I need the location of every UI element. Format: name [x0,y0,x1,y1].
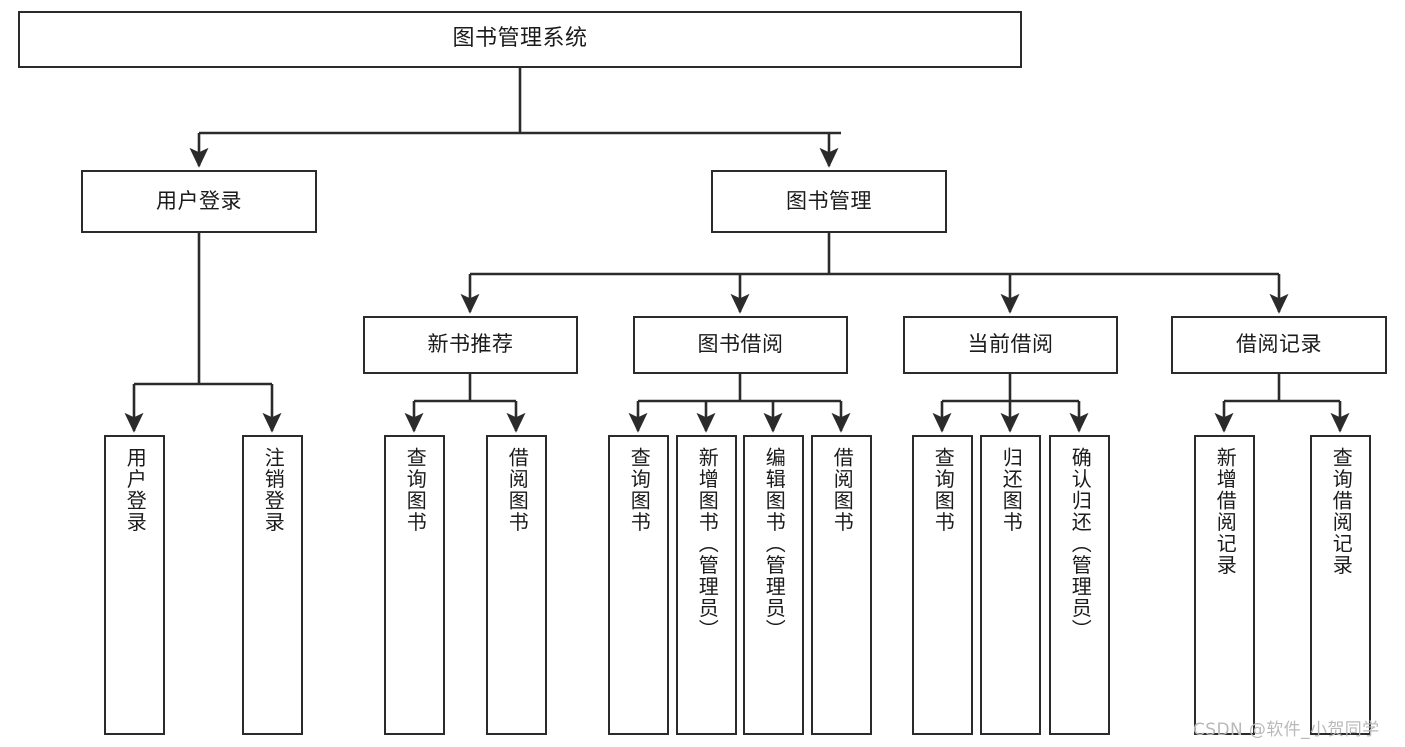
leaf-book-borrow-add-label: 新增图书（管理员） [695,447,720,641]
leaf-new-book-query[interactable]: 查询图书 [384,435,445,735]
node-user-login[interactable]: 用户登录 [81,170,317,233]
leaf-new-book-query-label: 查询图书 [403,447,428,533]
node-new-book-recommend-label: 新书推荐 [427,332,514,357]
node-user-login-label: 用户登录 [156,188,242,213]
leaf-book-borrow-edit-label: 编辑图书（管理员） [762,447,787,641]
leaf-user-login-login[interactable]: 用户登录 [104,435,165,735]
leaf-borrow-record-query-label: 查询借阅记录 [1329,447,1354,576]
leaf-book-borrow-borrow-label: 借阅图书 [830,447,855,533]
leaf-user-login-logout[interactable]: 注销登录 [242,435,303,735]
leaf-book-borrow-borrow[interactable]: 借阅图书 [811,435,872,735]
leaf-current-borrow-confirm-label: 确认归还（管理员） [1068,447,1093,641]
node-current-borrow-label: 当前借阅 [967,332,1054,357]
node-book-borrow-label: 图书借阅 [697,332,784,357]
leaf-current-borrow-return[interactable]: 归还图书 [980,435,1041,735]
node-borrow-record[interactable]: 借阅记录 [1171,316,1387,374]
node-root-label: 图书管理系统 [452,26,588,52]
leaf-new-book-borrow-label: 借阅图书 [505,447,530,533]
node-book-management[interactable]: 图书管理 [711,170,947,233]
node-book-management-label: 图书管理 [786,188,872,213]
node-new-book-recommend[interactable]: 新书推荐 [363,316,578,374]
leaf-borrow-record-add-label: 新增借阅记录 [1213,447,1238,576]
leaf-new-book-borrow[interactable]: 借阅图书 [486,435,547,735]
csdn-watermark: CSDN @软件_小贺同学 [1193,720,1380,740]
leaf-current-borrow-query[interactable]: 查询图书 [912,435,973,735]
leaf-book-borrow-edit[interactable]: 编辑图书（管理员） [743,435,804,735]
leaf-book-borrow-query-label: 查询图书 [627,447,652,533]
node-borrow-record-label: 借阅记录 [1236,332,1322,357]
leaf-current-borrow-confirm[interactable]: 确认归还（管理员） [1049,435,1110,735]
node-book-borrow[interactable]: 图书借阅 [633,316,848,374]
leaf-book-borrow-query[interactable]: 查询图书 [608,435,669,735]
leaf-borrow-record-add[interactable]: 新增借阅记录 [1194,435,1255,735]
leaf-book-borrow-add[interactable]: 新增图书（管理员） [676,435,737,735]
leaf-current-borrow-return-label: 归还图书 [999,447,1024,533]
node-current-borrow[interactable]: 当前借阅 [903,316,1118,374]
leaf-current-borrow-query-label: 查询图书 [931,447,956,533]
leaf-user-login-login-label: 用户登录 [123,447,148,533]
node-root[interactable]: 图书管理系统 [18,11,1022,68]
leaf-borrow-record-query[interactable]: 查询借阅记录 [1310,435,1371,735]
leaf-user-login-logout-label: 注销登录 [261,447,286,533]
